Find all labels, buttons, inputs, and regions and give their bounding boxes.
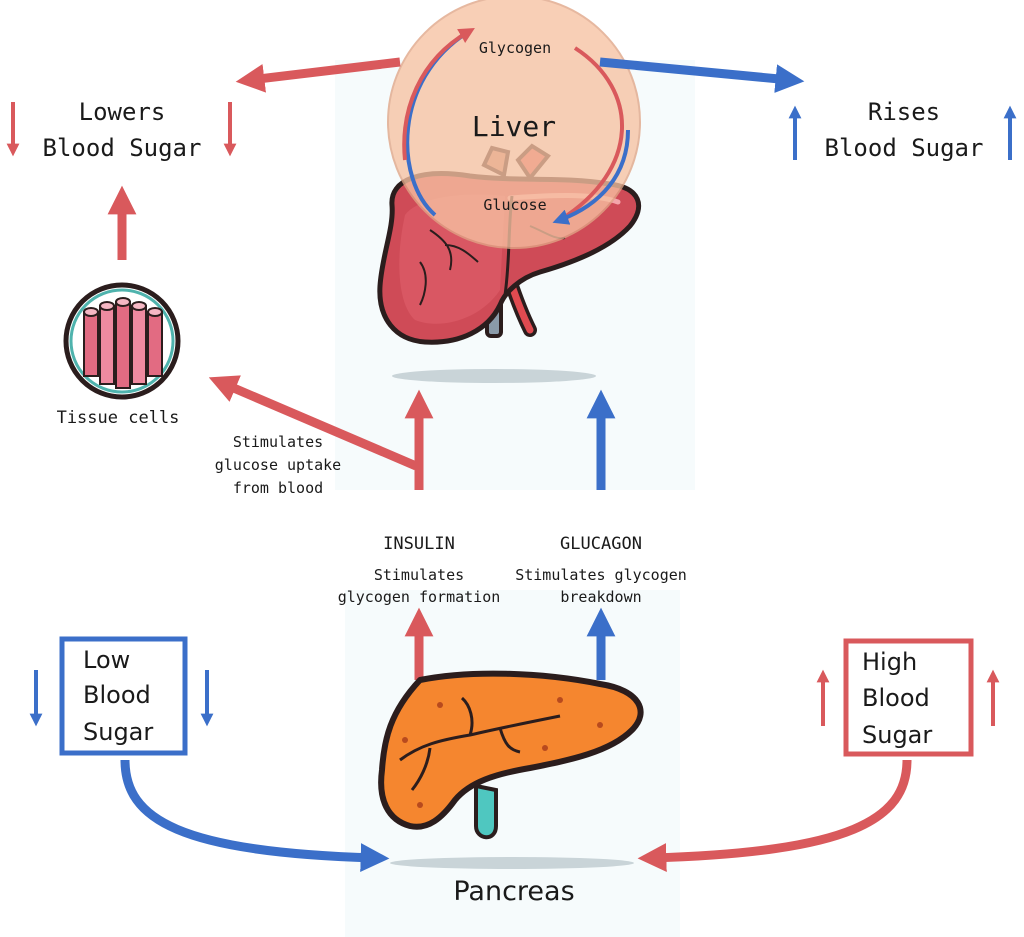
uptake-line2: glucose uptake bbox=[215, 456, 341, 474]
rises-line1: Rises bbox=[868, 98, 940, 126]
liver-cycle-circle bbox=[387, 0, 641, 249]
glycogen-label: Glycogen bbox=[479, 39, 551, 57]
glycogen-breakdown-arrow bbox=[552, 129, 630, 225]
low-line3: Sugar bbox=[83, 718, 153, 746]
low-line1: Low bbox=[83, 646, 130, 674]
glycogen-formation-arrow bbox=[402, 27, 475, 161]
tissue-cells-icon bbox=[63, 282, 181, 400]
tissue-cells-label: Tissue cells bbox=[57, 408, 180, 428]
lowers-line2: Blood Sugar bbox=[43, 134, 202, 162]
glucagon-title: GLUCAGON bbox=[560, 534, 642, 554]
low-line2: Blood bbox=[83, 681, 151, 709]
insulin-desc-line2: glycogen formation bbox=[338, 588, 501, 606]
pancreas-label: Pancreas bbox=[453, 876, 574, 907]
insulin-title: INSULIN bbox=[383, 534, 455, 554]
uptake-line1: Stimulates bbox=[233, 433, 323, 451]
high-line2: Blood bbox=[862, 684, 930, 712]
insulin-desc-line1: Stimulates bbox=[374, 566, 464, 584]
liver-to-lowers-arrow bbox=[235, 57, 401, 93]
glucose-label: Glucose bbox=[483, 196, 546, 214]
rises-line2: Blood Sugar bbox=[825, 134, 984, 162]
uptake-line3: from blood bbox=[233, 479, 323, 497]
glycogen-breakdown-arrow-red bbox=[558, 46, 624, 222]
high-line3: Sugar bbox=[862, 721, 932, 749]
liver-to-rises-arrow bbox=[599, 57, 805, 93]
low-to-pancreas-arrow bbox=[120, 759, 390, 872]
liver-label: Liver bbox=[472, 110, 556, 143]
high-line1: High bbox=[862, 648, 917, 676]
lowers-line1: Lowers bbox=[79, 98, 166, 126]
low-blood-sugar-box bbox=[59, 636, 188, 756]
glucagon-desc-line2: breakdown bbox=[560, 588, 641, 606]
high-blood-sugar-box bbox=[843, 638, 974, 757]
high-to-pancreas-arrow bbox=[637, 759, 912, 872]
pancreas-icon bbox=[378, 670, 644, 869]
insulin-to-tissue-arrow bbox=[208, 375, 418, 471]
glucagon-desc-line1: Stimulates glycogen bbox=[515, 566, 687, 584]
